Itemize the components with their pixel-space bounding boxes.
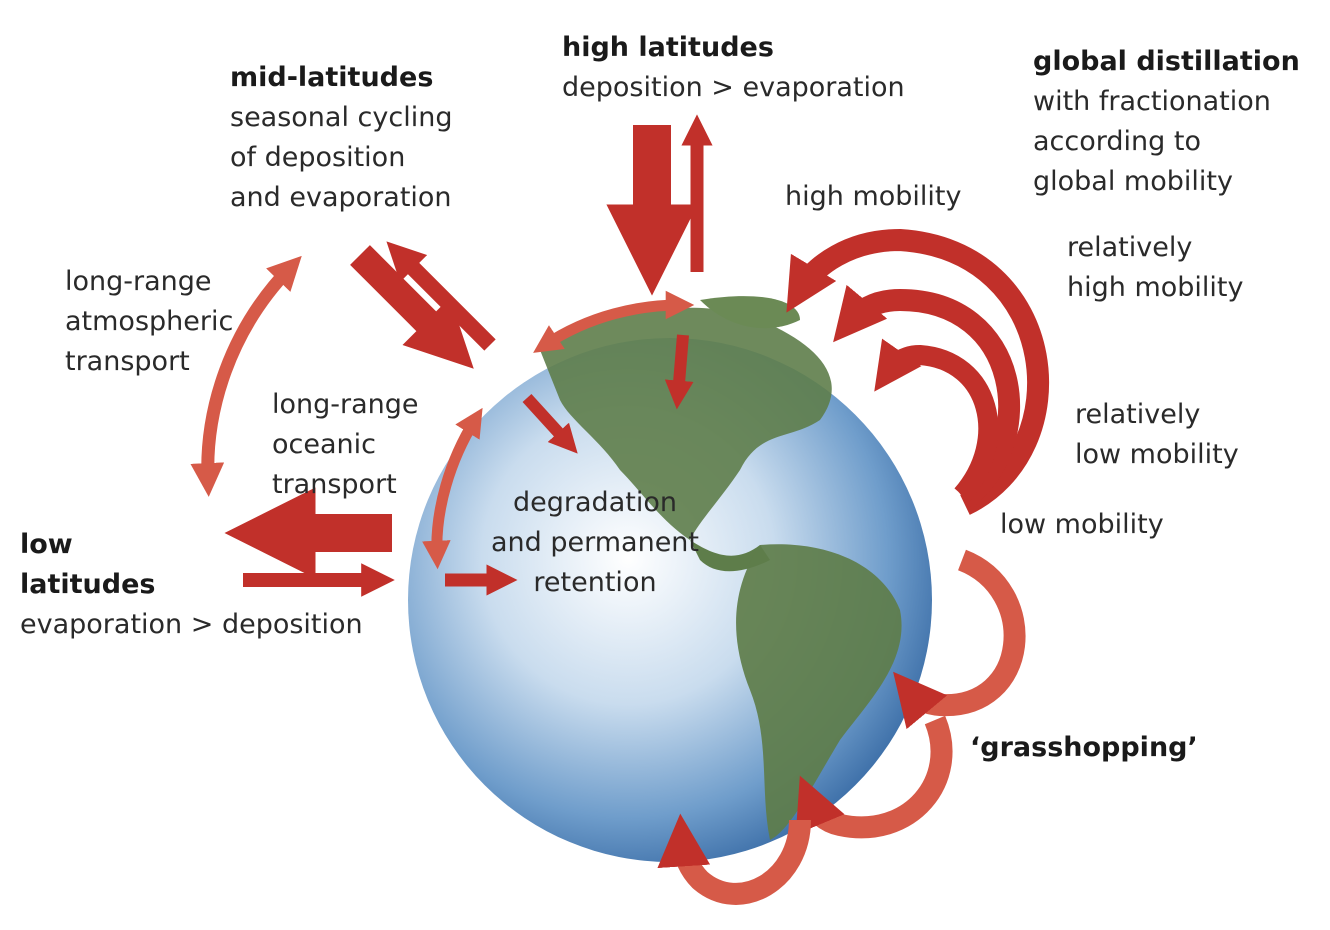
- south-america-land: [736, 544, 902, 840]
- evaporation-arrow-mid: [386, 241, 496, 351]
- grasshopping-label: ‘grasshopping’: [970, 732, 1198, 763]
- high-mobility-arc: [786, 228, 1050, 515]
- grasshopping-arc-2: [795, 715, 953, 839]
- high-mobility-label: high mobility: [785, 181, 962, 212]
- low-mobility-label: low mobility: [1000, 509, 1164, 540]
- relatively-low-mobility-arc: [874, 338, 999, 502]
- earth-globe: [408, 296, 932, 862]
- degradation-arrow-mid: [522, 393, 578, 454]
- oceanic-transport-label: long-range oceanic transport: [272, 389, 419, 500]
- greenland-land: [700, 296, 800, 329]
- relatively-high-mobility-label: relatively high mobility: [1067, 232, 1244, 303]
- low-latitudes-label: low latitudes evaporation > deposition: [20, 529, 363, 640]
- relatively-low-mobility-label: relatively low mobility: [1075, 399, 1239, 470]
- arctic-deposition-arrow: [664, 334, 694, 410]
- oceanic-transport-arrow: [422, 407, 483, 570]
- relatively-high-mobility-arc: [833, 284, 1020, 509]
- atmospheric-transport-label: long-range atmospheric transport: [65, 266, 234, 377]
- grasshopping-arc-3: [657, 813, 811, 905]
- polar-transport-arrow: [533, 290, 695, 353]
- arrows: [190, 114, 1050, 905]
- deposition-arrow-mid: [350, 245, 474, 369]
- grasshopping-arc-1: [893, 549, 1026, 730]
- atmospheric-transport-arrow: [190, 255, 302, 497]
- mid-latitudes-label: mid-latitudes seasonal cycling of deposi…: [230, 62, 453, 213]
- global-distillation-label: global distillation with fractionation a…: [1033, 46, 1300, 197]
- north-america-land: [540, 307, 832, 540]
- high-latitudes-label: high latitudes deposition > evaporation: [562, 32, 905, 103]
- degradation-label: degradation and permanent retention: [490, 487, 700, 598]
